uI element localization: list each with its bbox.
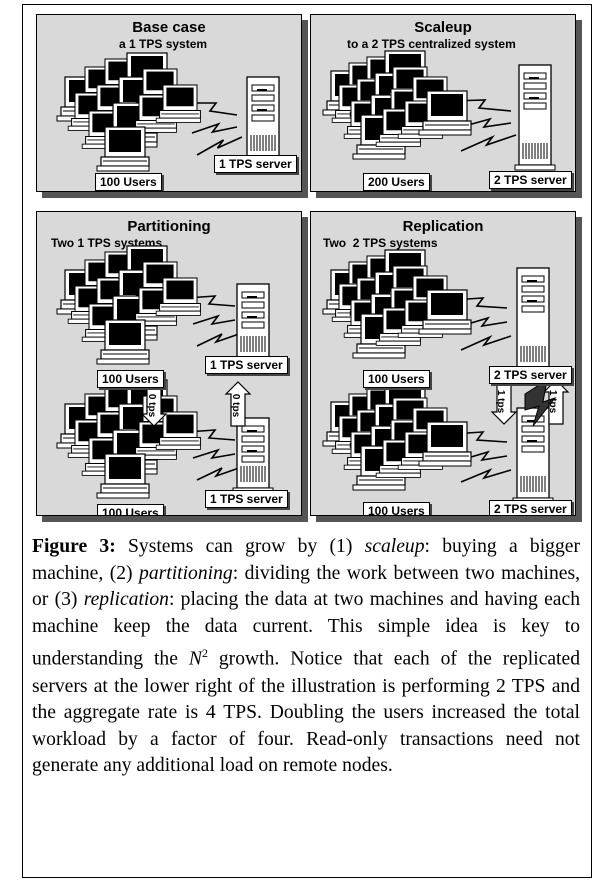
terminal-icon xyxy=(155,411,201,450)
users-label-bottom: 100 Users xyxy=(363,502,430,515)
users-label-bottom: 100 Users xyxy=(97,504,164,515)
replication-illustration xyxy=(322,249,570,504)
panel-scaleup: Scaleup to a 2 TPS centralized system 20… xyxy=(310,14,576,192)
server-icon xyxy=(512,267,554,374)
link-line xyxy=(187,102,238,116)
server-icon xyxy=(512,407,554,504)
panel-title: Partitioning xyxy=(127,218,211,235)
partitioning-illustration xyxy=(56,245,274,499)
arrow-up-icon xyxy=(542,379,570,425)
caption-term: partitioning xyxy=(139,562,233,584)
link-line xyxy=(196,136,243,156)
server-label: 1 TPS server xyxy=(214,155,297,173)
link-line xyxy=(192,448,236,460)
terminal-icon xyxy=(96,319,150,365)
caption-label: Figure 3: xyxy=(32,536,116,557)
panel-base-case: Base case a 1 TPS system 100 Users 1 TPS… xyxy=(36,14,302,192)
link-line xyxy=(460,450,508,462)
link-line xyxy=(460,468,512,483)
arrow-up-icon xyxy=(224,381,252,427)
link-line xyxy=(460,134,517,152)
panel-subtitle: Two 2 TPS systems xyxy=(323,236,438,250)
link-line xyxy=(450,99,512,112)
base-case-illustration xyxy=(56,52,284,172)
caption-text: : placing the data at two machines and h… xyxy=(32,589,580,670)
caption-text: growth. Notice that each of the replicat… xyxy=(32,648,580,777)
panel-subtitle: a 1 TPS system xyxy=(119,37,208,51)
terminal-icon xyxy=(155,84,201,123)
server-icon xyxy=(242,76,284,163)
users-label: 200 Users xyxy=(363,173,430,191)
link-line xyxy=(186,429,236,441)
figure-caption: Figure 3: Systems can grow by (1) scaleu… xyxy=(32,534,580,780)
server-label-top: 1 TPS server xyxy=(205,356,288,374)
caption-superscript: 2 xyxy=(201,646,208,661)
arrow-label-left: 1 tps xyxy=(495,389,507,414)
caption-term: scaleup xyxy=(364,536,425,557)
panel-title: Scaleup xyxy=(414,19,472,36)
terminal-icon xyxy=(418,421,472,467)
server-icon xyxy=(514,64,556,171)
link-line xyxy=(196,333,240,347)
server-label-bottom: 2 TPS server xyxy=(489,500,572,515)
panel-replication: Replication Two 2 TPS systems 100 Users … xyxy=(310,211,576,516)
server-icon xyxy=(232,417,274,494)
caption-term: replication xyxy=(83,589,169,611)
server-label: 2 TPS server xyxy=(489,171,572,189)
arrow-label-right: 0 tps xyxy=(230,393,242,418)
link-line xyxy=(192,314,236,326)
terminal-icon xyxy=(96,126,150,172)
arrow-label-left: 0 tps xyxy=(146,393,158,418)
link-line xyxy=(196,467,240,481)
server-label-bottom: 1 TPS server xyxy=(205,490,288,508)
link-line xyxy=(191,122,238,134)
link-line xyxy=(460,117,512,129)
caption-term: N xyxy=(188,648,202,670)
terminal-icon xyxy=(418,289,472,335)
users-label-top: 100 Users xyxy=(97,370,164,388)
panel-title: Base case xyxy=(132,19,206,36)
server-icon xyxy=(232,283,274,364)
caption-text: : buying a bigger machine, (2) xyxy=(32,536,580,584)
caption-text: : dividing the work between two machines… xyxy=(32,562,580,611)
arrow-label-right: 1 tps xyxy=(547,389,559,414)
panel-subtitle: to a 2 TPS centralized system xyxy=(347,37,516,51)
link-line xyxy=(186,295,236,307)
users-label: 100 Users xyxy=(95,173,162,191)
caption-text: Systems can grow by (1) xyxy=(115,536,365,557)
users-label-top: 100 Users xyxy=(363,370,430,388)
panel-partitioning: Partitioning Two 1 TPS systems 100 Users… xyxy=(36,211,302,516)
link-line xyxy=(460,316,508,328)
scaleup-illustration xyxy=(322,50,556,171)
panel-title: Replication xyxy=(402,218,484,235)
arrow-down-icon xyxy=(490,379,518,425)
link-line xyxy=(460,335,512,351)
terminal-icon xyxy=(155,277,201,316)
terminal-icon xyxy=(418,90,472,136)
server-label-top: 2 TPS server xyxy=(489,366,572,384)
terminal-icon xyxy=(96,453,150,499)
